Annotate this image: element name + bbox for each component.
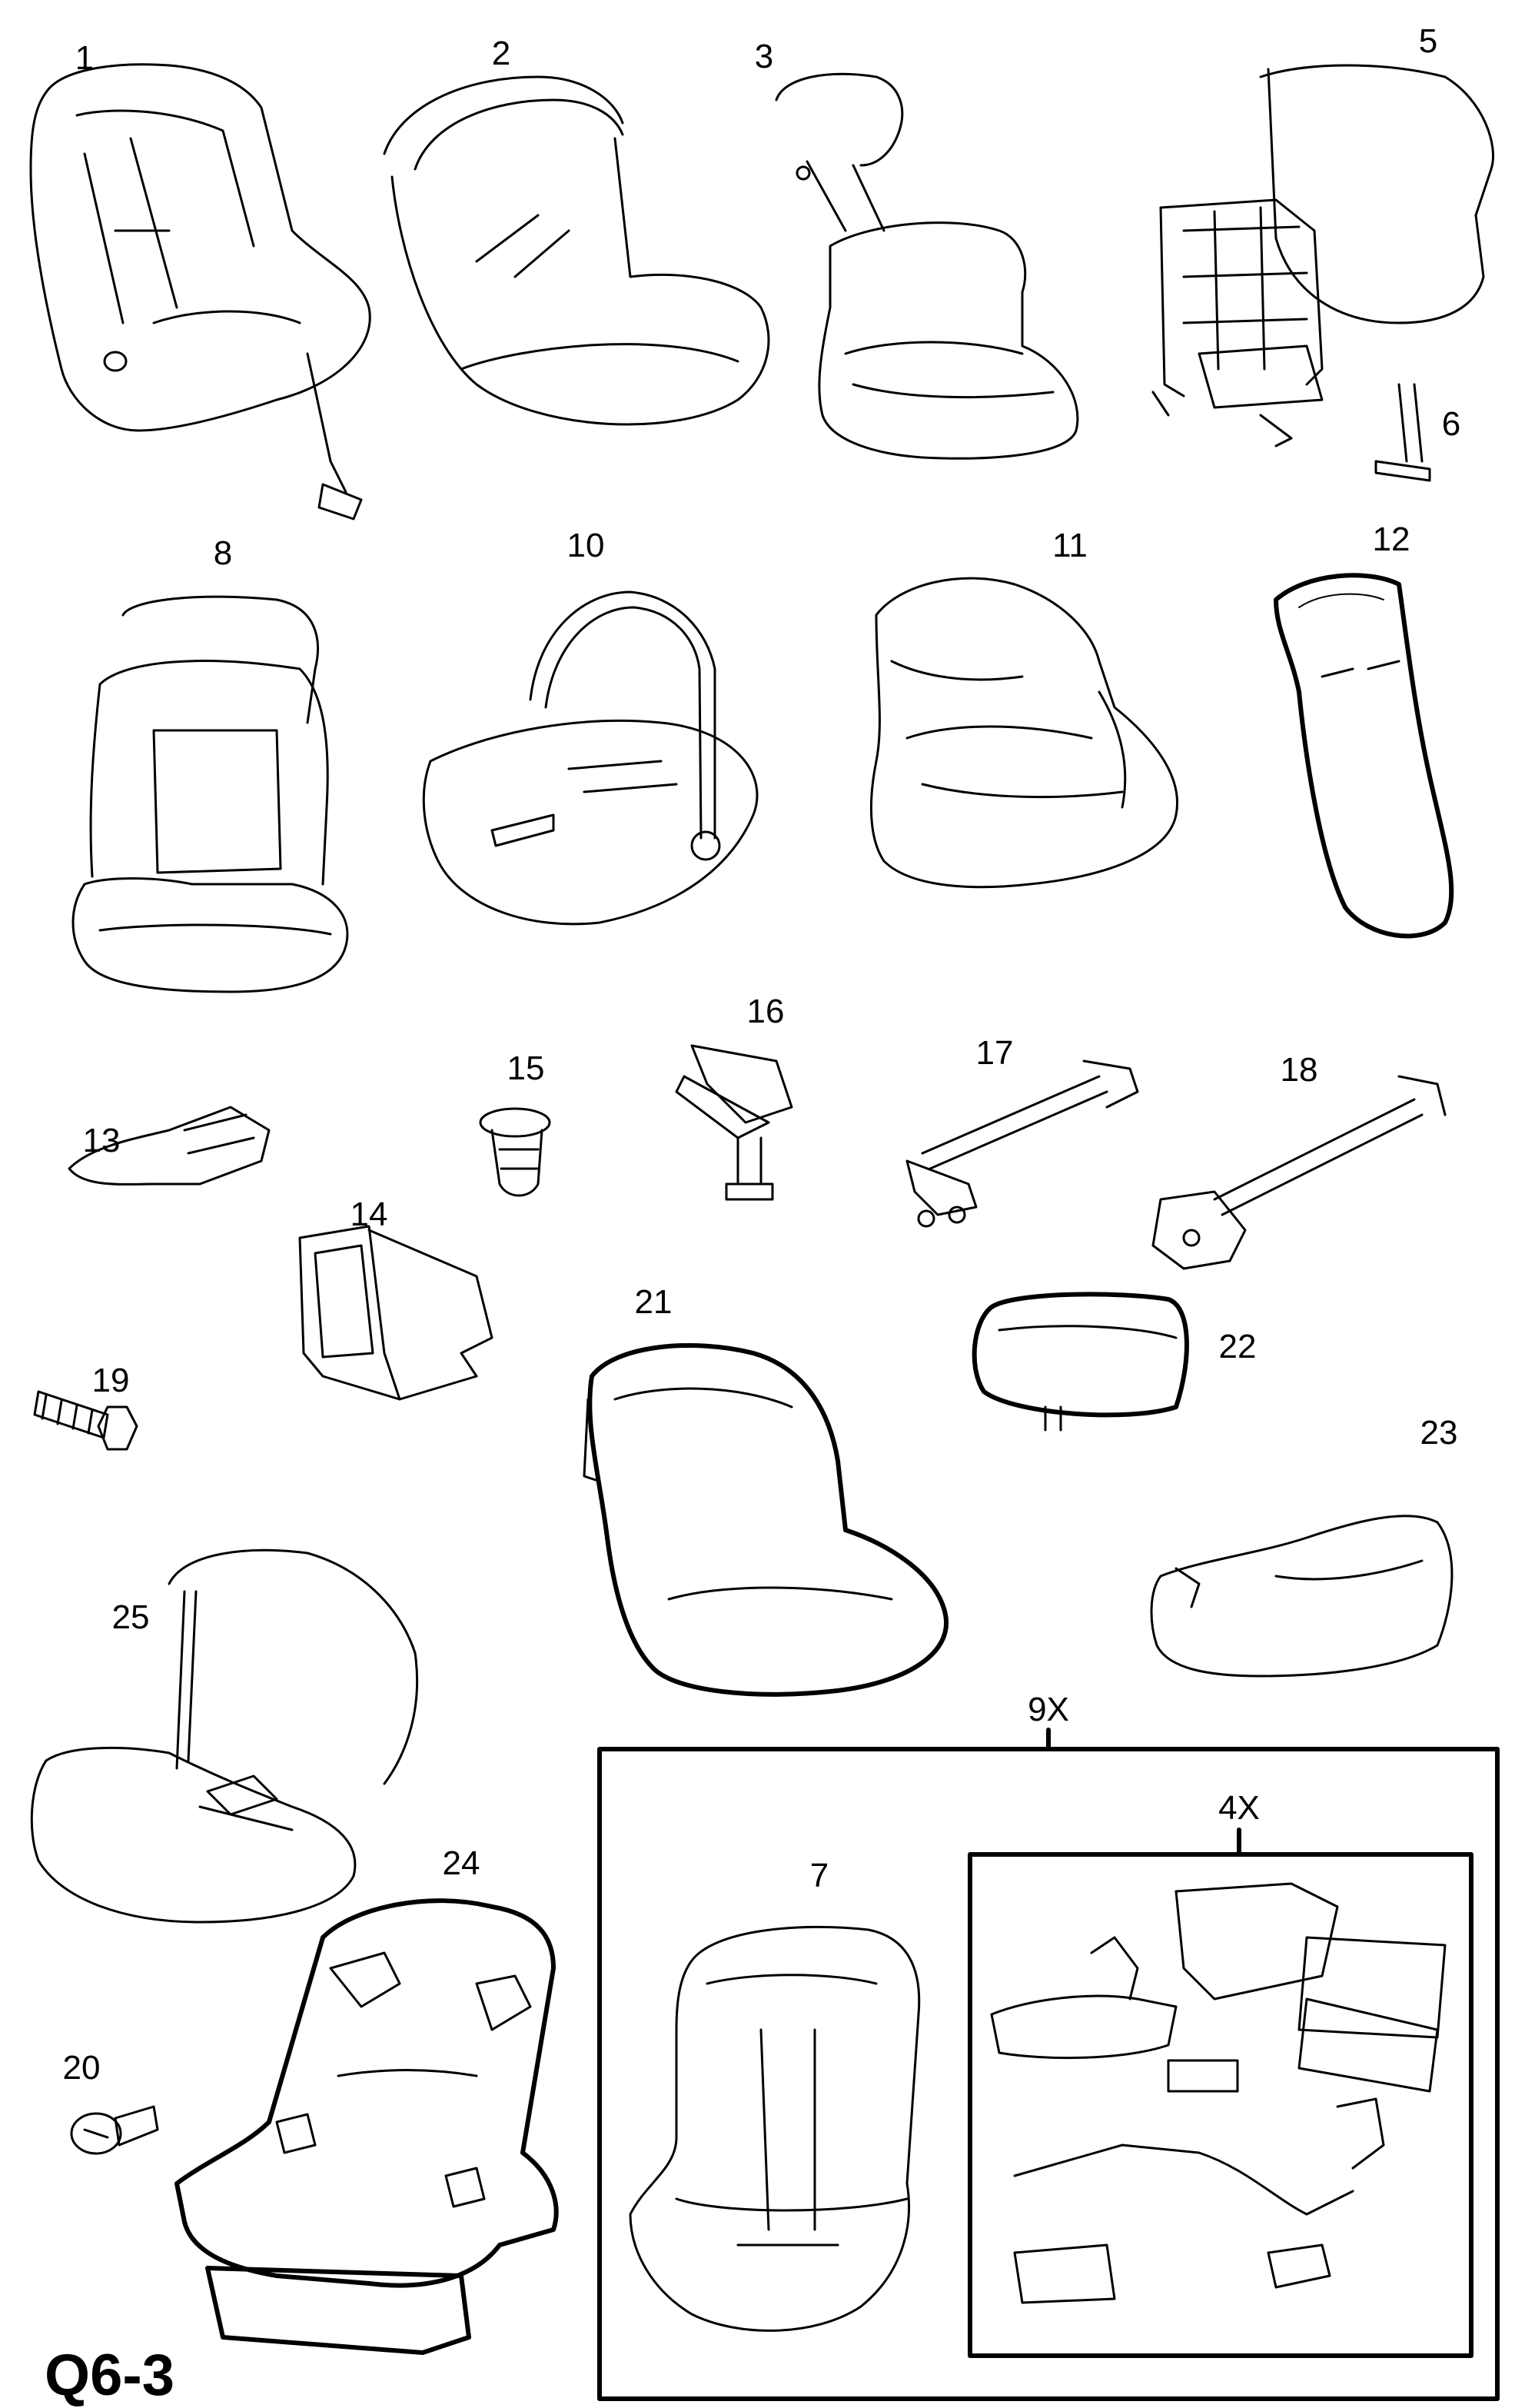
callout-4x: 4X (1218, 1789, 1260, 1827)
kit-4x-outline (968, 1828, 1474, 2358)
callout-16: 16 (746, 993, 785, 1030)
part-2-infant-carrier (383, 75, 770, 426)
callout-1: 1 (75, 39, 95, 77)
part-5-carrier-frame (1151, 64, 1494, 447)
part-24-patterned-seat (174, 1898, 559, 2355)
part-10-carrier (422, 590, 759, 926)
part-1-child-seat (29, 63, 371, 521)
part-25-carrier-canopy (30, 1548, 419, 1924)
part-23-booster-cushion (1150, 1515, 1454, 1678)
callout-14: 14 (350, 1196, 388, 1233)
callout-20: 20 (62, 2049, 101, 2087)
part-14-bracket (298, 1225, 493, 1401)
part-16-bolt-assembly (675, 1044, 793, 1201)
callout-18: 18 (1280, 1051, 1318, 1089)
callout-8: 8 (213, 534, 233, 572)
callout-5: 5 (1418, 22, 1438, 60)
part-8-highback-booster (71, 595, 349, 993)
part-6-support-leg (1374, 383, 1431, 482)
diagram-code: Q6-3 (45, 2343, 174, 2408)
kit-9x-outline (597, 1728, 1500, 2401)
callout-22: 22 (1218, 1328, 1257, 1365)
part-11-seat-cover (869, 577, 1178, 889)
part-17-rail (905, 1059, 1139, 1228)
callout-7: 7 (809, 1857, 829, 1894)
callout-15: 15 (507, 1049, 545, 1087)
part-12-insert-pad (1274, 573, 1454, 939)
callout-23: 23 (1420, 1414, 1458, 1452)
callout-24: 24 (442, 1844, 480, 1882)
callout-21: 21 (634, 1283, 673, 1321)
callout-25: 25 (111, 1598, 150, 1636)
callout-17: 17 (975, 1034, 1014, 1072)
callout-10: 10 (566, 527, 605, 564)
part-13-belt-clip (68, 1106, 271, 1186)
callout-19: 19 (91, 1362, 130, 1399)
part-22-armrest (972, 1292, 1189, 1432)
callout-11: 11 (1052, 527, 1088, 564)
part-18-rail (1151, 1075, 1447, 1270)
part-21-seat-shell (583, 1343, 949, 1697)
part-7-seat (629, 1925, 921, 2332)
callout-3: 3 (754, 38, 774, 75)
callout-9x: 9X (1028, 1691, 1069, 1728)
callout-13: 13 (82, 1122, 121, 1159)
kit-4x-contents (990, 1882, 1447, 2304)
callout-2: 2 (491, 35, 511, 72)
callout-12: 12 (1372, 521, 1410, 558)
part-20-screw (70, 2105, 159, 2155)
part-15-push-clip (479, 1107, 551, 1197)
callout-6: 6 (1441, 405, 1461, 443)
part-3-booster-seat (775, 72, 1079, 460)
part-19-hex-bolt (33, 1390, 138, 1451)
